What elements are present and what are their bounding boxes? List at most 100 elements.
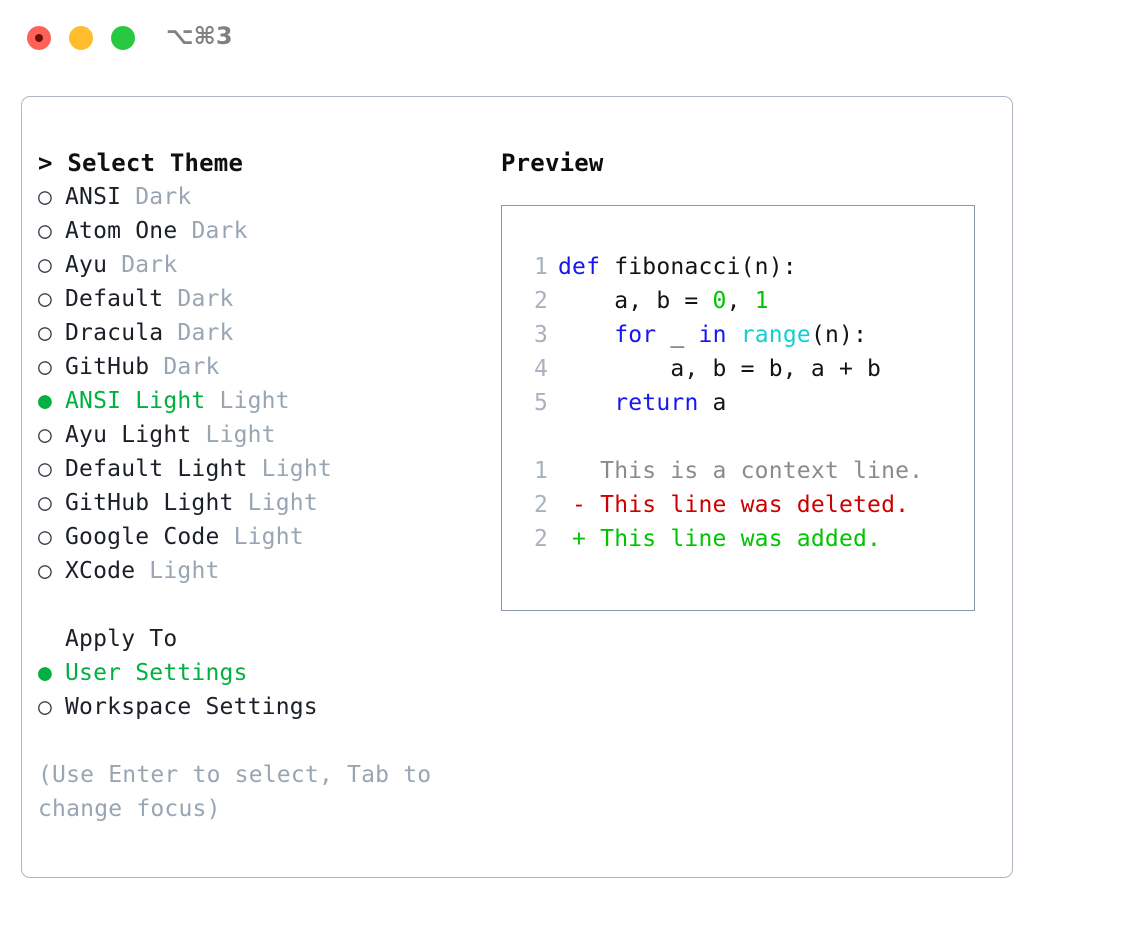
diff-line: 2 - This line was deleted. xyxy=(524,488,974,522)
theme-list-item[interactable]: ○ Dracula Dark xyxy=(38,316,478,350)
diff-line-number: 2 xyxy=(533,492,548,518)
theme-variant-tag: Light xyxy=(219,524,304,550)
theme-variant-tag: Light xyxy=(247,456,332,482)
theme-list-item[interactable]: ○ Ayu Dark xyxy=(38,248,478,282)
maximize-window-button[interactable] xyxy=(111,26,135,50)
code-token: in xyxy=(698,322,727,348)
code-token: fibonacci(n): xyxy=(614,254,797,280)
theme-list-item[interactable]: ○Ayu Light Light xyxy=(38,418,478,452)
code-token: (n): xyxy=(810,322,868,348)
radio-unselected-icon: ○ xyxy=(38,456,53,482)
code-line: 2 a, b = 0, 1 xyxy=(524,284,974,318)
radio-unselected-icon: ○ xyxy=(38,422,53,448)
radio-unselected-icon: ○ xyxy=(38,524,53,550)
theme-variant-tag: Dark xyxy=(107,252,178,278)
code-line-number: 2 xyxy=(533,288,548,314)
keyboard-hint-text: (Use Enter to select, Tab to change focu… xyxy=(38,762,432,822)
radio-unselected-icon: ○ xyxy=(38,354,53,380)
radio-unselected-icon: ○ xyxy=(38,490,53,516)
code-diff-separator xyxy=(524,420,974,454)
theme-list-item[interactable]: ○ ANSI Dark xyxy=(38,180,478,214)
apply-to-option[interactable]: ○Workspace Settings xyxy=(38,690,478,724)
radio-unselected-icon: ○ xyxy=(38,218,53,244)
theme-variant-tag: Dark xyxy=(121,184,192,210)
code-token: def xyxy=(558,254,615,280)
heading-marker-caret: > xyxy=(38,149,53,177)
theme-list-item[interactable]: ○Atom One Dark xyxy=(38,214,478,248)
code-token: a xyxy=(698,390,727,416)
theme-name-label: Google Code xyxy=(65,524,220,550)
code-token xyxy=(558,390,614,416)
preview-title: Preview xyxy=(501,149,604,177)
theme-variant-tag: Dark xyxy=(163,286,234,312)
theme-name-label: GitHub xyxy=(65,354,150,380)
diff-line: 1 This is a context line. xyxy=(524,454,974,488)
theme-name-label: ANSI xyxy=(65,184,122,210)
apply-to-list: ● User Settings ○Workspace Settings xyxy=(38,656,478,724)
theme-list-item[interactable]: ○ GitHub Dark xyxy=(38,350,478,384)
window-titlebar: ⌥⌘3 xyxy=(0,0,1140,78)
radio-unselected-icon: ○ xyxy=(38,184,53,210)
diff-line-text: - This line was deleted. xyxy=(558,492,910,518)
apply-to-heading: Apply To xyxy=(65,626,178,652)
code-token: return xyxy=(614,390,699,416)
radio-unselected-icon: ○ xyxy=(38,320,53,346)
theme-list-item[interactable]: ○ Default Dark xyxy=(38,282,478,316)
theme-variant-tag: Dark xyxy=(163,320,234,346)
code-token: 0 xyxy=(712,288,727,314)
code-line-number: 4 xyxy=(533,356,548,382)
select-theme-heading: > Select Theme xyxy=(38,146,478,180)
code-line: 4 a, b = b, a + b xyxy=(524,352,974,386)
theme-name-label: Default xyxy=(65,286,164,312)
list-spacer xyxy=(38,588,478,622)
radio-unselected-icon: ○ xyxy=(38,694,53,720)
diff-line-number: 2 xyxy=(533,526,548,552)
theme-name-label: ANSI Light xyxy=(65,388,206,414)
radio-selected-icon: ● xyxy=(38,660,53,686)
diff-line-number: 1 xyxy=(533,458,548,484)
theme-picker-panel: > Select Theme ○ANSI Dark○Atom One Dark○… xyxy=(21,96,1013,878)
theme-name-label: Default Light xyxy=(65,456,248,482)
code-token: for xyxy=(614,322,657,348)
theme-name-label: Ayu xyxy=(65,252,108,278)
code-token: 1 xyxy=(754,288,769,314)
theme-variant-tag: Light xyxy=(205,388,290,414)
theme-variant-tag: Dark xyxy=(149,354,220,380)
theme-list: ○ANSI Dark○Atom One Dark○Ayu Dark○Defaul… xyxy=(38,180,478,588)
radio-unselected-icon: ○ xyxy=(38,252,53,278)
theme-list-item[interactable]: ○ Google Code Light xyxy=(38,520,478,554)
theme-name-label: XCode xyxy=(65,558,136,584)
theme-name-label: Dracula xyxy=(65,320,164,346)
diff-sample: 1 This is a context line.2 - This line w… xyxy=(524,454,974,556)
minimize-window-button[interactable] xyxy=(69,26,93,50)
theme-variant-tag: Dark xyxy=(177,218,248,244)
select-theme-heading-label: Select Theme xyxy=(67,149,244,177)
theme-name-label: Ayu Light xyxy=(65,422,192,448)
radio-unselected-icon: ○ xyxy=(38,286,53,312)
apply-to-option[interactable]: ● User Settings xyxy=(38,656,478,690)
code-line-number: 5 xyxy=(533,390,548,416)
code-token xyxy=(727,322,741,348)
theme-list-item[interactable]: ○XCode Light xyxy=(38,554,478,588)
apply-to-option-label: User Settings xyxy=(65,660,248,686)
code-line: 5 return a xyxy=(524,386,974,420)
close-window-button[interactable] xyxy=(27,26,51,50)
diff-line-text: This is a context line. xyxy=(558,458,924,484)
traffic-light-group xyxy=(27,26,135,50)
radio-selected-icon: ● xyxy=(38,388,53,414)
keyboard-shortcut-label: ⌥⌘3 xyxy=(166,22,233,50)
diff-line: 2 + This line was added. xyxy=(524,522,974,556)
theme-list-item[interactable]: ○GitHub Light Light xyxy=(38,486,478,520)
theme-variant-tag: Light xyxy=(233,490,318,516)
diff-line-text: + This line was added. xyxy=(558,526,882,552)
code-token: a, b = b, a + b xyxy=(558,356,882,382)
theme-variant-tag: Light xyxy=(135,558,220,584)
theme-list-item[interactable]: ○ Default Light Light xyxy=(38,452,478,486)
theme-list-item[interactable]: ● ANSI Light Light xyxy=(38,384,478,418)
code-token: , xyxy=(726,288,755,314)
